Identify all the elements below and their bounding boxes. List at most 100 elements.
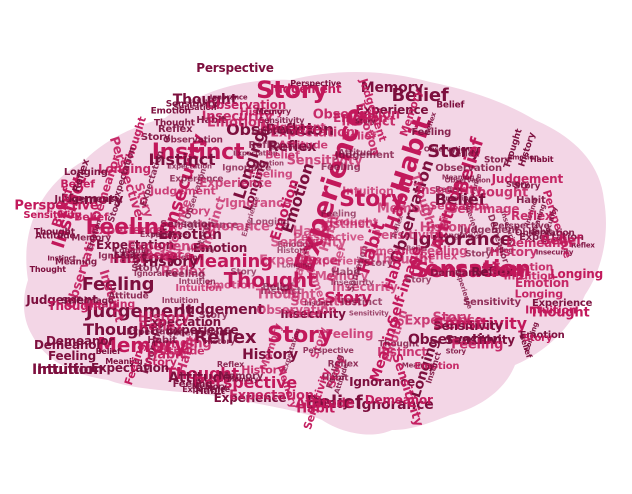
cloud-word: History xyxy=(489,245,538,260)
cloud-word: Reflex xyxy=(435,184,463,194)
cloud-word: Judgement xyxy=(491,172,564,186)
cloud-word: Longing xyxy=(98,162,151,177)
cloud-word: Sensation xyxy=(414,258,526,282)
cloud-word: Habit xyxy=(331,267,361,279)
cloud-word: Thought xyxy=(172,92,238,108)
cloud-word: Demeanor xyxy=(430,267,487,279)
cloud-word: Feeling xyxy=(165,268,206,280)
cloud-word: Emotion xyxy=(252,159,284,168)
cloud-word: Experience xyxy=(169,174,224,185)
cloud-word: Story xyxy=(405,275,432,286)
cloud-word: Memory xyxy=(60,192,124,208)
cloud-word: Emotion xyxy=(519,329,565,341)
cloud-word: Story xyxy=(256,76,328,104)
cloud-word: Story xyxy=(427,141,481,162)
cloud-word: Belief xyxy=(265,148,300,162)
cloud-word: Story xyxy=(324,288,372,307)
cloud-word: Ignorance xyxy=(183,219,239,231)
cloud-word: Longing xyxy=(281,261,312,270)
cloud-word: Emotion xyxy=(277,239,314,249)
cloud-word: Reflex xyxy=(158,123,193,135)
cloud-word: Belief xyxy=(305,392,363,413)
cloud-word: Ignorance xyxy=(356,397,434,413)
cloud-word: History xyxy=(113,248,177,267)
cloud-word: Observation xyxy=(435,163,502,175)
cloud-word: Emotion xyxy=(251,126,292,137)
cloud-word: Sensation xyxy=(160,218,215,230)
cloud-word: Belief xyxy=(262,281,294,293)
cloud-word: Judgement xyxy=(334,149,395,161)
cloud-word: Emotion xyxy=(192,241,248,255)
cloud-word: Memory xyxy=(360,80,424,96)
cloud-word: Ignorance xyxy=(225,195,291,210)
cloud-word: Self-image xyxy=(448,202,520,217)
cloud-word: Intuition xyxy=(525,303,577,317)
cloud-word: Belief xyxy=(60,177,95,191)
cloud-word: Feeling xyxy=(451,337,504,353)
cloud-word: Longing xyxy=(514,287,564,301)
cloud-word: Longing xyxy=(154,336,212,352)
cloud-word: Observation xyxy=(256,302,337,317)
cloud-word: Expectation xyxy=(142,315,222,329)
cloud-word: Belief xyxy=(436,100,465,111)
cloud-word: Habit xyxy=(146,347,186,363)
cloud-word: Emotion xyxy=(333,111,388,126)
cloud-word: Observation xyxy=(165,328,226,339)
cloud-word: Attitude xyxy=(337,148,379,159)
cloud-word: Belief xyxy=(341,129,377,143)
cloud-word: Judgement xyxy=(460,224,520,236)
cloud-word: Memory xyxy=(97,333,187,357)
cloud-word: Longing xyxy=(250,217,290,228)
cloud-word: Habit xyxy=(296,401,335,417)
cloud-word: Story xyxy=(514,181,541,192)
cloud-word: Perspective xyxy=(290,78,342,88)
cloud-word: Meaning xyxy=(441,173,475,182)
cloud-word: Reflex xyxy=(160,264,206,280)
cloud-word: Reflex xyxy=(327,359,359,370)
cloud-word: Thought xyxy=(83,320,157,339)
cloud-word: Memory xyxy=(227,375,259,384)
cloud-word: Memory xyxy=(151,231,182,240)
cloud-word: History xyxy=(187,245,216,254)
cloud-word: Expectation xyxy=(232,149,278,158)
cloud-word: Ignorance xyxy=(222,163,272,174)
cloud-word: Thought xyxy=(165,364,239,383)
cloud-word: Story xyxy=(522,332,553,344)
cloud-word: Belief xyxy=(540,233,582,249)
cloud-word: Insecurity xyxy=(331,279,398,294)
cloud-word: History xyxy=(137,310,190,326)
cloud-word: Sensation xyxy=(409,257,531,282)
cloud-word: Intuition xyxy=(503,269,556,283)
cloud-word: Sensitivity xyxy=(463,297,521,309)
cloud-word: Sensitivity xyxy=(270,235,347,251)
cloud-word: Intuition xyxy=(32,362,98,378)
cloud-word: Thought xyxy=(47,299,103,314)
cloud-word: Judgement xyxy=(260,120,326,134)
cloud-word: Habit xyxy=(292,224,332,240)
cloud-word: Observation xyxy=(444,176,491,185)
cloud-word: Sensitivity xyxy=(348,309,389,318)
cloud-word: Thought xyxy=(223,268,317,292)
cloud-word: Story xyxy=(339,187,405,212)
cloud-word: Memory xyxy=(218,371,264,383)
cloud-word: Instinct xyxy=(260,286,302,298)
cloud-word: Judgement xyxy=(54,194,114,206)
cloud-word: Instinct xyxy=(320,216,371,231)
cloud-word: Ignorance xyxy=(98,251,148,262)
cloud-word: Self-image xyxy=(61,296,114,307)
cloud-word: Longing xyxy=(114,246,149,256)
cloud-word: Sensitivity xyxy=(165,99,218,110)
cloud-word: Expectation xyxy=(90,361,170,375)
cloud-word: Experience xyxy=(307,254,375,268)
cloud-word: Judgement xyxy=(180,302,264,318)
cloud-word: Memory xyxy=(71,233,112,244)
cloud-word: Belief xyxy=(287,307,322,321)
cloud-word: Ignorance xyxy=(209,93,248,102)
cloud-word: Expectation xyxy=(519,232,584,244)
cloud-word: Belief xyxy=(74,210,109,224)
cloud-word: Sensitivity xyxy=(445,333,515,347)
cloud-word: Belief xyxy=(95,347,121,357)
cloud-word: Meaning xyxy=(187,251,273,272)
cloud-word: Sensation xyxy=(493,260,554,274)
